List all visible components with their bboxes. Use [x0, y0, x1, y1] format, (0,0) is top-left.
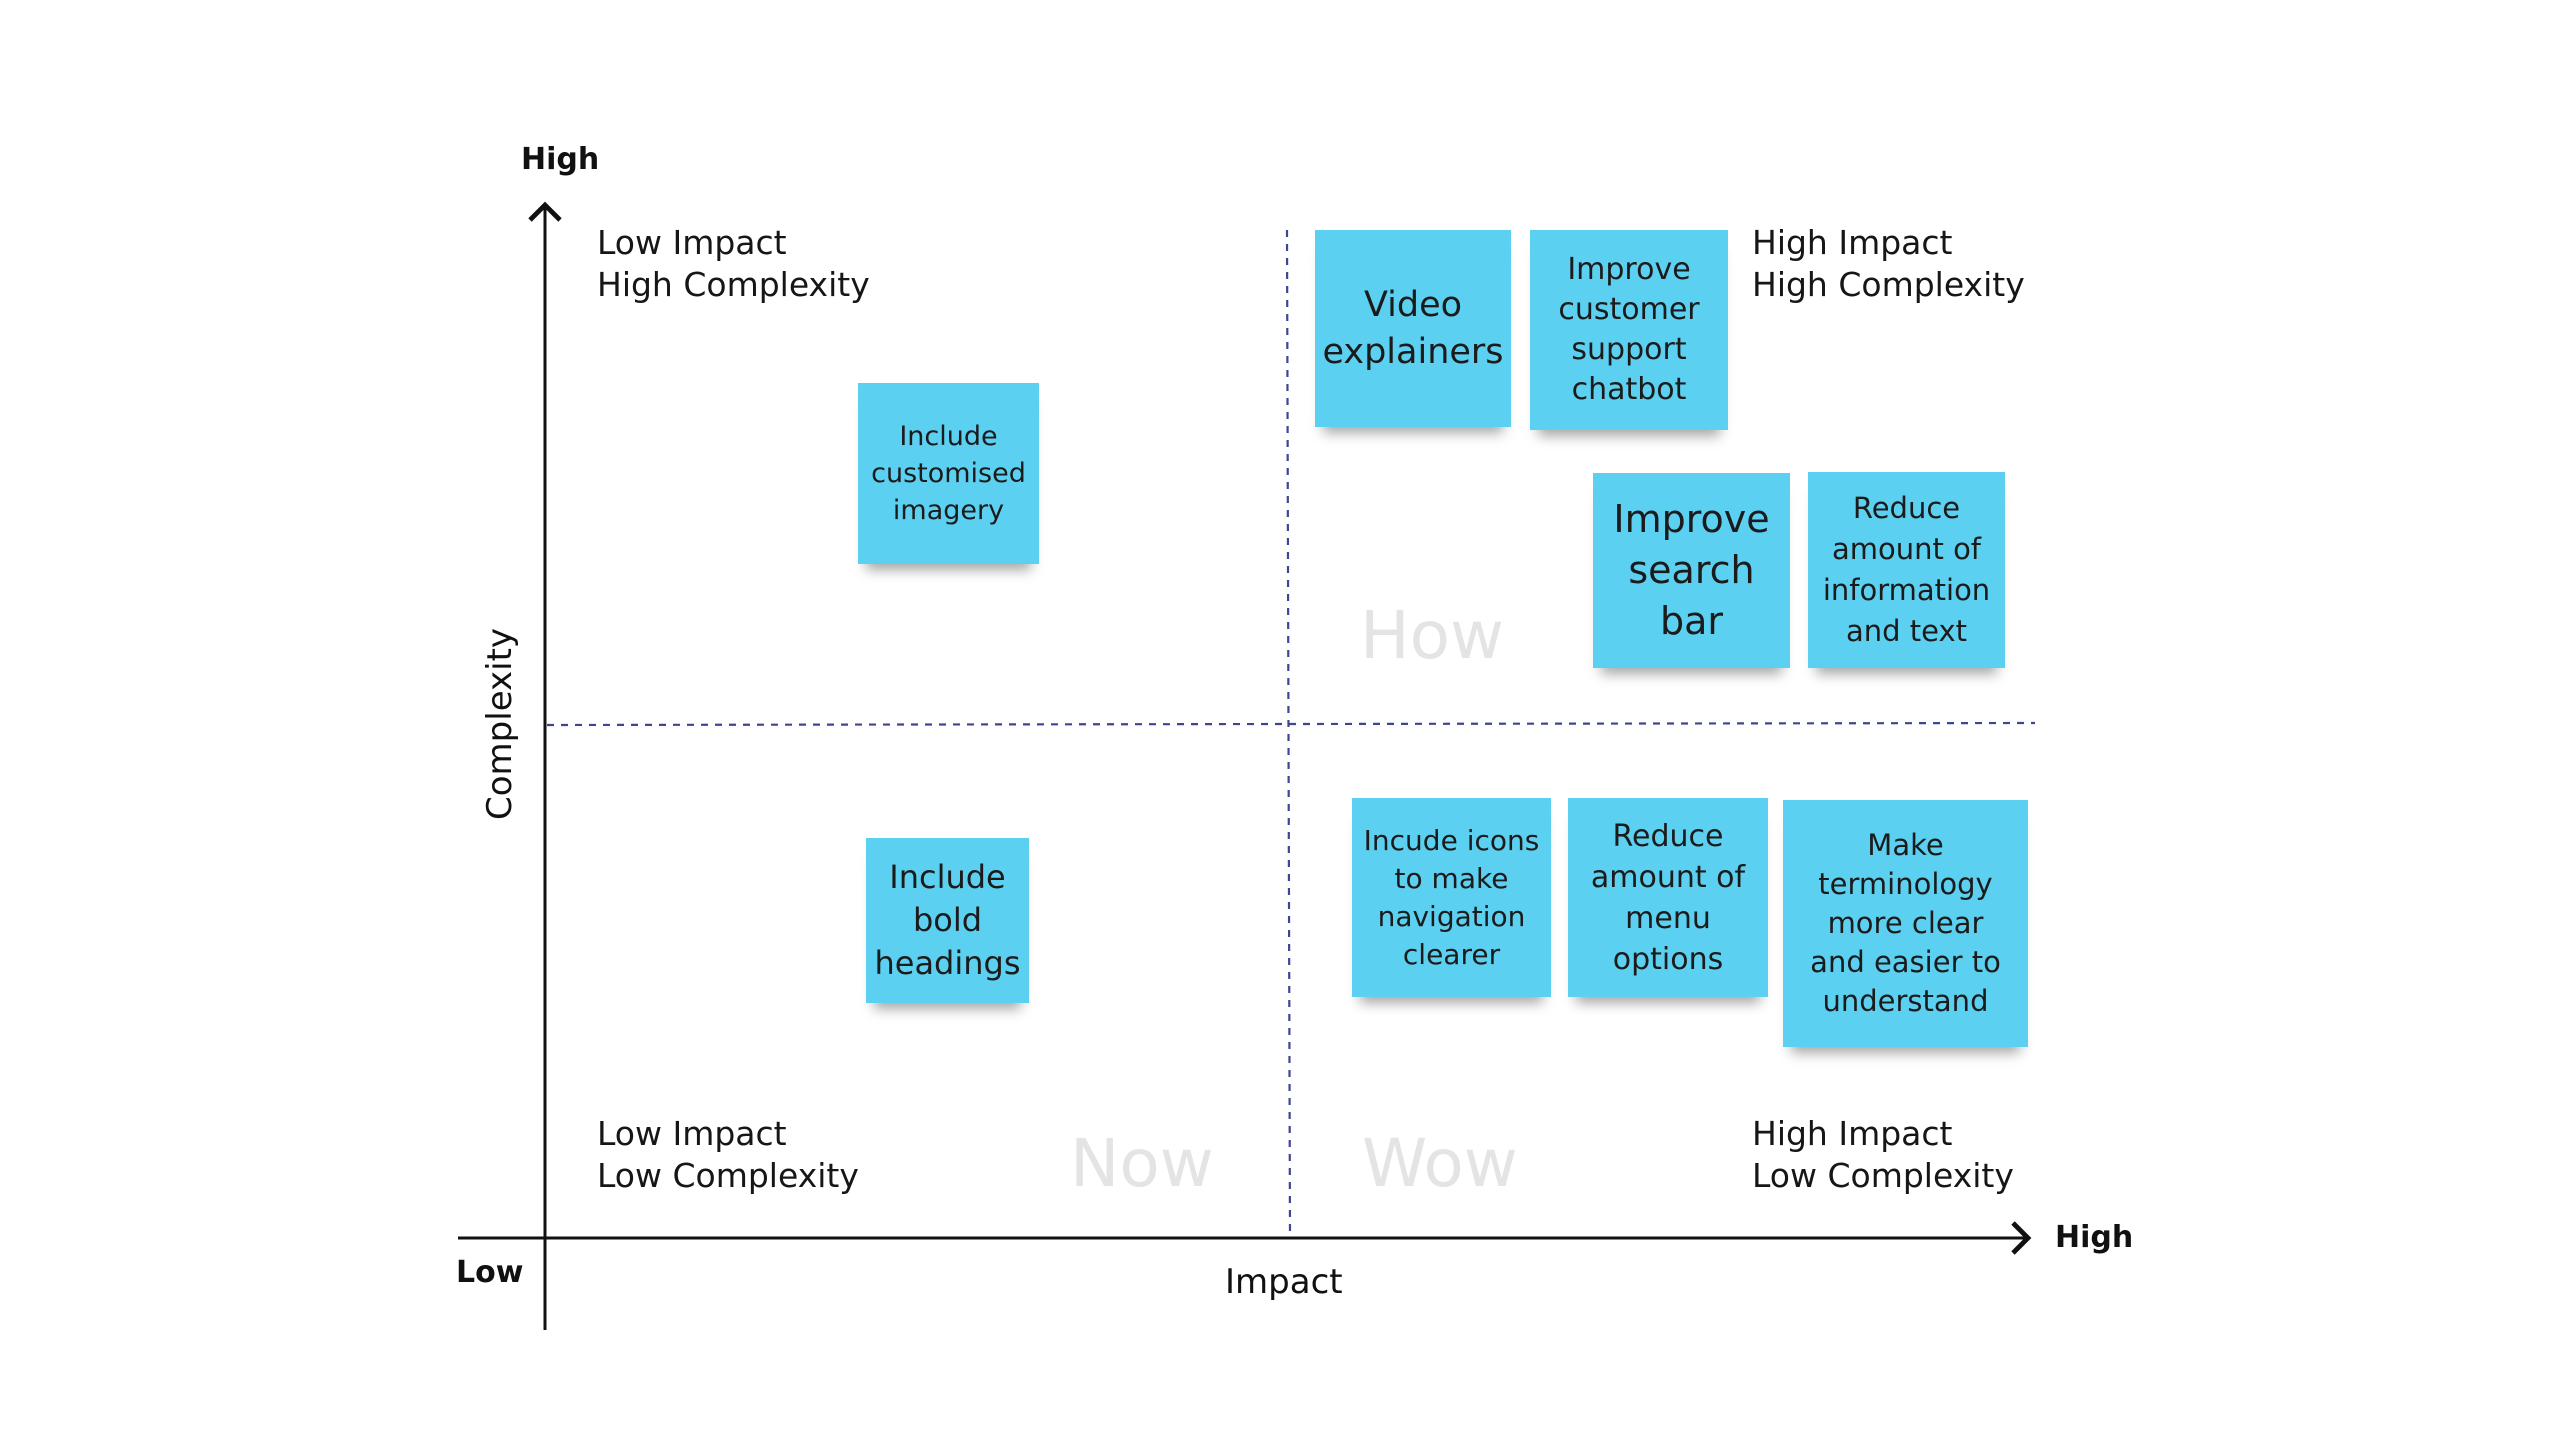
quadrant-label-line: High Complexity: [597, 265, 870, 304]
sticky-note-text: amount of: [1831, 532, 1982, 566]
sticky-note-search-bar[interactable]: Improve search bar: [1593, 473, 1790, 668]
quadrant-label-top-right: High Impact High Complexity: [1752, 222, 2025, 306]
watermark-now: Now: [1070, 1125, 1214, 1202]
sticky-note-text: Reduce: [1612, 818, 1724, 854]
quadrant-label-line: High Impact: [1752, 223, 1953, 262]
sticky-note-text: search: [1628, 548, 1755, 592]
sticky-note-text: imagery: [892, 495, 1005, 526]
sticky-note-text: explainers: [1322, 331, 1504, 372]
sticky-note-text: navigation: [1377, 899, 1526, 933]
quadrant-label-line: Low Complexity: [597, 1156, 859, 1195]
x-axis-title: Impact: [1225, 1262, 1343, 1302]
quadrant-label-top-left: Low Impact High Complexity: [597, 222, 870, 306]
sticky-note-text: Improve: [1567, 252, 1691, 287]
quadrant-label-line: High Impact: [1752, 1114, 1953, 1153]
sticky-note-video-explainers[interactable]: Video explainers: [1315, 230, 1511, 427]
vertical-divider: [1285, 229, 1292, 1239]
sticky-note-text: chatbot: [1571, 372, 1687, 407]
quadrant-label-line: Low Impact: [597, 223, 787, 262]
sticky-note-text: information: [1822, 573, 1991, 607]
sticky-note-text: amount of: [1590, 859, 1746, 895]
watermark-how: How: [1360, 597, 1504, 674]
sticky-note-text: terminology: [1818, 867, 1993, 901]
sticky-note-icons-navigation[interactable]: Incude icons to make navigation clearer: [1352, 798, 1551, 997]
sticky-note-chatbot[interactable]: Improve customer support chatbot: [1530, 230, 1728, 430]
y-axis-title: Complexity: [480, 627, 520, 820]
sticky-note-text: Make: [1867, 828, 1944, 862]
quadrant-label-line: High Complexity: [1752, 265, 2025, 304]
sticky-note-text: clearer: [1402, 937, 1501, 971]
sticky-note-text: Reduce: [1852, 491, 1961, 525]
sticky-note-text: customer: [1558, 292, 1700, 327]
sticky-note-text: customised: [871, 458, 1026, 489]
sticky-note-bold-headings[interactable]: Include bold headings: [866, 838, 1029, 1003]
sticky-note-text: menu: [1625, 900, 1711, 936]
sticky-note-terminology[interactable]: Make terminology more clear and easier t…: [1783, 800, 2028, 1047]
sticky-note-text: options: [1612, 941, 1724, 977]
sticky-note-text: Video: [1363, 284, 1463, 325]
y-axis-high-label: High: [521, 142, 600, 177]
sticky-note-text: and text: [1845, 614, 1967, 648]
quadrant-label-bottom-right: High Impact Low Complexity: [1752, 1113, 2014, 1197]
sticky-note-text: headings: [874, 944, 1021, 982]
sticky-note-text: Improve: [1613, 497, 1770, 541]
x-axis-high-label: High: [2055, 1220, 2134, 1255]
sticky-note-text: Incude icons: [1363, 823, 1540, 857]
watermark-wow: Wow: [1362, 1125, 1518, 1202]
sticky-note-text: bold: [912, 901, 983, 939]
sticky-note-text: to make: [1394, 861, 1509, 895]
origin-low-label: Low: [456, 1255, 524, 1290]
sticky-note-reduce-information[interactable]: Reduce amount of information and text: [1808, 472, 2005, 668]
horizontal-divider: [546, 721, 2036, 727]
sticky-note-text: and easier to: [1810, 945, 2001, 979]
sticky-note-text: Include: [889, 858, 1006, 896]
sticky-note-text: understand: [1822, 984, 1989, 1018]
sticky-note-text: bar: [1659, 599, 1724, 643]
quadrant-label-bottom-left: Low Impact Low Complexity: [597, 1113, 859, 1197]
sticky-note-customised-imagery[interactable]: Include customised imagery: [858, 383, 1039, 564]
sticky-note-text: Include: [899, 421, 998, 452]
quadrant-label-line: Low Complexity: [1752, 1156, 2014, 1195]
sticky-note-text: support: [1571, 332, 1687, 367]
sticky-note-menu-options[interactable]: Reduce amount of menu options: [1568, 798, 1768, 997]
quadrant-label-line: Low Impact: [597, 1114, 787, 1153]
sticky-note-text: more clear: [1827, 906, 1984, 940]
